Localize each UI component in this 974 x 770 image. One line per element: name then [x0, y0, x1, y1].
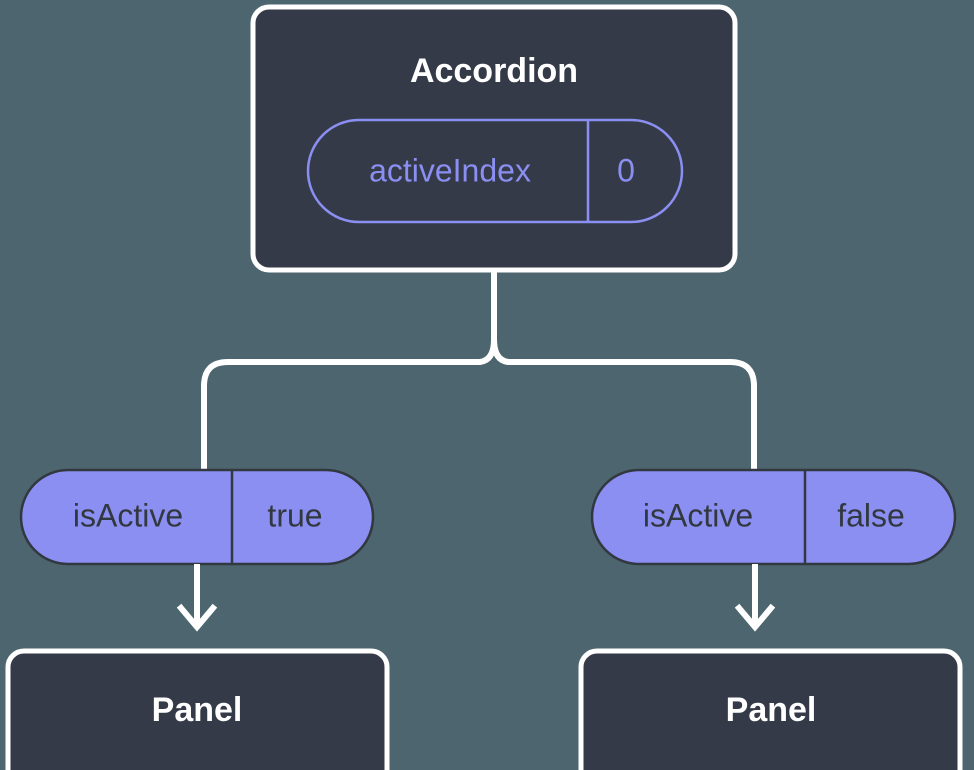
prop-pill-isactive-left-value: true	[267, 497, 322, 533]
prop-pill-activeindex[interactable]: activeIndex 0	[306, 118, 684, 224]
arrow-left-head	[176, 603, 218, 632]
prop-pill-isactive-right[interactable]: isActive false	[590, 468, 957, 566]
connector-group	[201, 267, 757, 473]
prop-pill-isactive-right-shape[interactable]	[590, 468, 957, 566]
node-panel-right-title: Panel	[726, 691, 817, 729]
connector-right-branch	[491, 337, 757, 473]
node-accordion-box[interactable]	[250, 4, 738, 273]
connector-left-branch	[201, 337, 497, 473]
prop-pill-isactive-right-value: false	[837, 497, 905, 533]
prop-pill-activeindex-shape[interactable]	[306, 118, 684, 224]
arrow-right-head	[734, 603, 776, 632]
node-panel-right-box[interactable]	[578, 648, 963, 770]
node-panel-left[interactable]: Panel	[5, 648, 390, 770]
node-panel-left-box[interactable]	[5, 648, 390, 770]
node-panel-left-title: Panel	[152, 691, 243, 729]
node-accordion[interactable]: Accordion activeIndex 0	[250, 4, 738, 273]
arrow-group	[176, 564, 776, 632]
node-accordion-title: Accordion	[410, 52, 578, 90]
prop-pill-isactive-right-key: isActive	[643, 497, 753, 533]
prop-pill-isactive-left-key: isActive	[73, 497, 183, 533]
prop-pill-isactive-left[interactable]: isActive true	[19, 468, 375, 566]
prop-pill-activeindex-key: activeIndex	[369, 152, 531, 188]
node-panel-right[interactable]: Panel	[578, 648, 963, 770]
prop-pill-activeindex-value: 0	[617, 152, 635, 188]
